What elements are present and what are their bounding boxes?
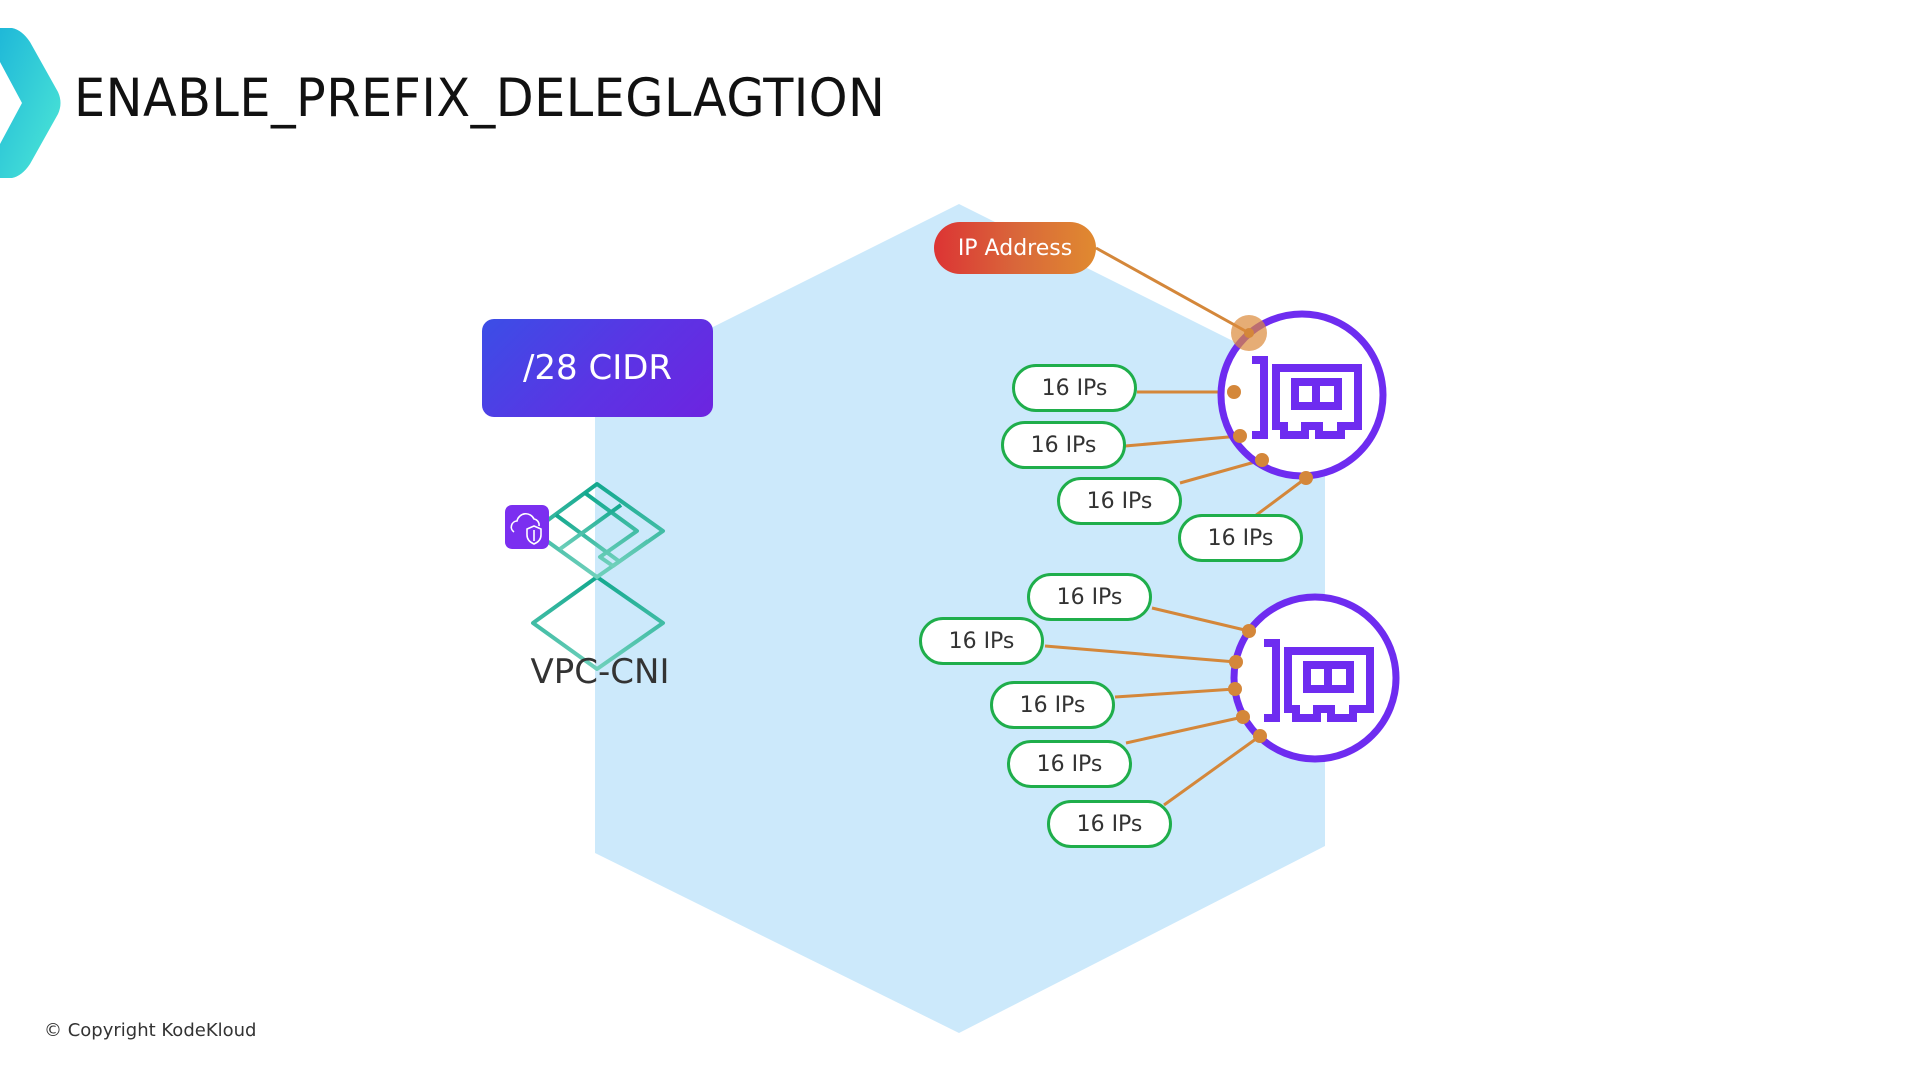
prefix-pill: 16 IPs xyxy=(1001,421,1126,469)
security-badge-icon xyxy=(505,505,549,549)
eni-1 xyxy=(1217,310,1387,485)
connector xyxy=(1151,606,1250,633)
connector xyxy=(1163,734,1261,807)
connector xyxy=(1114,687,1236,699)
connector xyxy=(1254,476,1307,518)
connector xyxy=(1044,644,1237,664)
vpc-cni-label: VPC-CNI xyxy=(530,652,670,692)
prefix-pill: 16 IPs xyxy=(1057,477,1182,525)
connector xyxy=(1179,458,1263,485)
prefix-label: 16 IPs xyxy=(1056,584,1123,610)
prefix-label: 16 IPs xyxy=(1036,751,1103,777)
prefix-pill: 16 IPs xyxy=(1047,800,1172,848)
connector xyxy=(1125,715,1244,745)
prefix-label: 16 IPs xyxy=(1041,375,1108,401)
prefix-label: 16 IPs xyxy=(1030,432,1097,458)
vpc-cni-icon xyxy=(531,482,665,671)
cidr-badge: /28 CIDR xyxy=(482,319,713,417)
connectors xyxy=(1044,246,1307,807)
prefix-pill: 16 IPs xyxy=(1007,740,1132,788)
ip-address-label: IP Address xyxy=(957,235,1073,261)
prefix-pill: 16 IPs xyxy=(1178,514,1303,562)
prefix-label: 16 IPs xyxy=(1086,488,1153,514)
eni-2 xyxy=(1228,593,1400,763)
cidr-label: /28 CIDR xyxy=(522,348,673,388)
prefix-pill: 16 IPs xyxy=(990,681,1115,729)
network-card-icon xyxy=(1264,639,1374,722)
prefix-pill: 16 IPs xyxy=(1012,364,1137,412)
connector xyxy=(1124,434,1241,448)
ip-address-badge: IP Address xyxy=(934,222,1096,274)
brand-chevron-icon xyxy=(0,28,61,178)
page-title: ENABLE_PREFIX_DELEGLAGTION xyxy=(74,68,886,129)
prefix-label: 16 IPs xyxy=(1019,692,1086,718)
connector-ip-address xyxy=(1095,246,1250,335)
network-card-icon xyxy=(1252,356,1362,439)
prefix-pill: 16 IPs xyxy=(919,617,1044,665)
prefix-label: 16 IPs xyxy=(1076,811,1143,837)
prefix-pill: 16 IPs xyxy=(1027,573,1152,621)
prefix-label: 16 IPs xyxy=(1207,525,1274,551)
prefix-label: 16 IPs xyxy=(948,628,1015,654)
copyright-notice: © Copyright KodeKloud xyxy=(44,1020,257,1041)
